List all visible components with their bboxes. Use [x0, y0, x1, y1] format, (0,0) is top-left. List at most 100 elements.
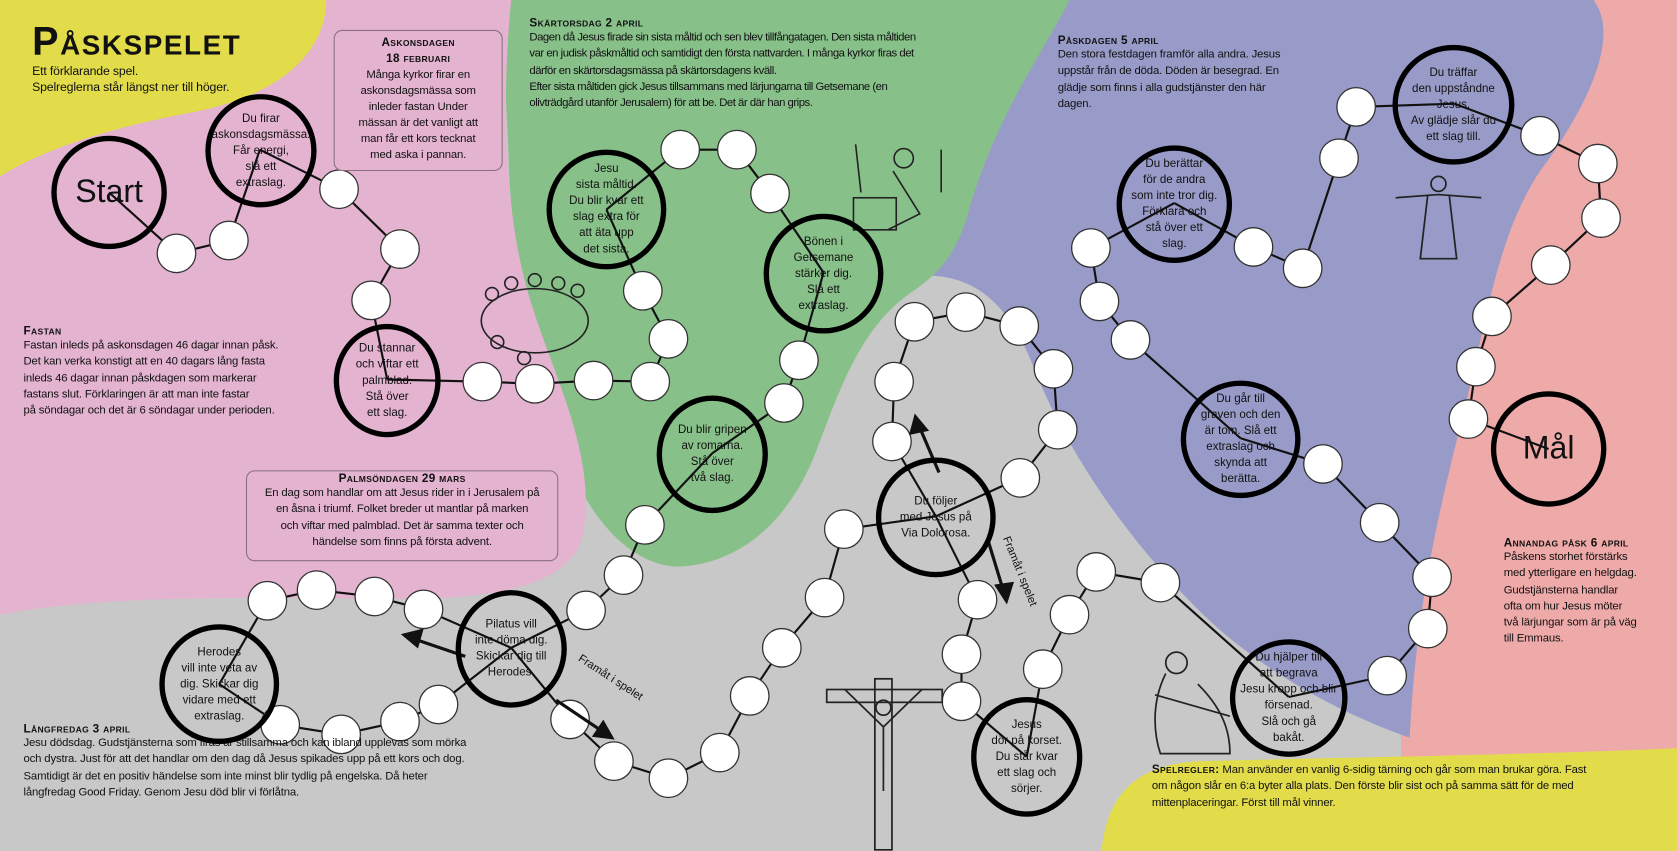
space-begrava[interactable]: Du hjälper till att begrava Jesu kropp o…: [1229, 639, 1348, 757]
board-space[interactable]: [1520, 115, 1560, 156]
space-jesus-dor[interactable]: Jesus dör på korset. Du står kvar ett sl…: [971, 696, 1083, 817]
board-space[interactable]: [296, 570, 337, 610]
board-space[interactable]: [247, 580, 288, 621]
board-space[interactable]: [1282, 248, 1323, 289]
info-langfredag: Långfredag 3 april Jesu dödsdag. Gudstjä…: [24, 723, 467, 801]
crucifix-illustration: [825, 677, 944, 851]
space-firar[interactable]: Du firar askonsdagsmässa. Får energi, sl…: [205, 94, 317, 208]
board-space[interactable]: [729, 676, 770, 716]
board-space[interactable]: [699, 732, 740, 773]
arrowhead: [591, 719, 615, 740]
board-space[interactable]: [622, 270, 663, 311]
arrowhead: [400, 628, 424, 649]
info-heading: Annandag påsk 6 april: [1503, 536, 1629, 550]
board-space[interactable]: [941, 681, 982, 722]
board-space[interactable]: [1448, 399, 1489, 439]
board-space[interactable]: [514, 363, 555, 404]
board-space[interactable]: [823, 509, 864, 550]
board-space[interactable]: [761, 627, 802, 668]
board-space[interactable]: [1022, 649, 1063, 690]
board-space[interactable]: [566, 590, 606, 631]
board-space[interactable]: [380, 229, 420, 269]
board-space[interactable]: [1233, 227, 1274, 267]
board-space[interactable]: [625, 504, 665, 545]
board-space[interactable]: [462, 361, 503, 402]
board-space[interactable]: [1319, 138, 1359, 179]
pieta-illustration: [1154, 651, 1231, 755]
board-space[interactable]: [750, 173, 790, 214]
board-space[interactable]: [156, 233, 197, 274]
board-space[interactable]: [603, 555, 644, 596]
board-space[interactable]: [764, 383, 804, 423]
board-space[interactable]: [804, 577, 845, 618]
board-space[interactable]: [1000, 457, 1041, 498]
board-space[interactable]: [630, 361, 671, 402]
info-text: Många kyrkor firar en askonsdagsmässa so…: [358, 68, 478, 162]
board-space[interactable]: [1070, 228, 1111, 268]
board-space[interactable]: [1336, 87, 1377, 127]
board-space[interactable]: [660, 129, 701, 170]
space-herodes[interactable]: Herodes vill inte veta av dig. Skickar d…: [159, 624, 280, 745]
board-space[interactable]: [418, 684, 459, 725]
board-space[interactable]: [779, 340, 819, 381]
space-stannar[interactable]: Du stannar och viftar ett palmblad. Stå …: [333, 323, 441, 438]
board-space[interactable]: [872, 421, 912, 462]
board-space[interactable]: [380, 701, 420, 742]
info-skartorsdag: Skärtorsdag 2 april Dagen då Jesus firad…: [529, 17, 916, 112]
board-space[interactable]: [1359, 502, 1400, 543]
space-via-dolorosa[interactable]: Du följer med Jesus på Via Dolorosa.: [875, 457, 996, 578]
board-space[interactable]: [1407, 608, 1448, 649]
board-space[interactable]: [1303, 444, 1343, 484]
board-space[interactable]: [351, 280, 392, 321]
board-space[interactable]: [999, 306, 1040, 346]
board-space[interactable]: [319, 169, 359, 210]
board-space[interactable]: [1076, 552, 1117, 592]
board-space[interactable]: [403, 589, 444, 630]
space-berattar[interactable]: Du berättar för de andra som inte tror d…: [1116, 145, 1233, 263]
board-space[interactable]: [1110, 320, 1151, 360]
space-traffar[interactable]: Du träffar den uppståndne Jesus. Av gläd…: [1392, 44, 1515, 165]
board-space[interactable]: [1581, 198, 1621, 238]
info-text: En dag som handlar om att Jesus rider in…: [264, 486, 540, 549]
board-space[interactable]: [1472, 296, 1512, 337]
board-space[interactable]: [716, 129, 757, 170]
board-space[interactable]: [874, 361, 914, 402]
board-space[interactable]: [321, 714, 362, 755]
board-space[interactable]: [573, 360, 614, 401]
board-space[interactable]: [550, 699, 590, 740]
board-space[interactable]: [354, 576, 395, 617]
space-sista-maltid[interactable]: Jesu sista måltid. Du blir kvar ett slag…: [546, 149, 667, 270]
info-fastan: Fastan Fastan inleds på askonsdagen 46 d…: [24, 325, 279, 420]
board-space[interactable]: [594, 741, 634, 782]
board-space[interactable]: [941, 634, 982, 675]
space-mal[interactable]: Mål: [1490, 391, 1607, 507]
board-space[interactable]: [1530, 245, 1571, 285]
info-heading: Påskdagen 5 april: [1057, 34, 1159, 48]
board-space[interactable]: [1033, 348, 1074, 389]
board-space[interactable]: [894, 301, 935, 342]
board-space[interactable]: [1367, 655, 1408, 696]
space-start[interactable]: Start: [51, 135, 167, 250]
board-space[interactable]: [1456, 346, 1496, 387]
space-pilatus[interactable]: Pilatus vill inte döma dig. Skickar dig …: [455, 590, 567, 708]
board-space[interactable]: [1079, 281, 1120, 322]
board-space[interactable]: [1037, 409, 1078, 450]
board-space[interactable]: [1412, 557, 1452, 598]
space-gripen[interactable]: Du blir gripen av romarna. Stå över två …: [656, 395, 768, 514]
board-space[interactable]: [1049, 594, 1090, 635]
board-space[interactable]: [648, 758, 689, 799]
space-getsemane[interactable]: Bönen i Getsemane stärker dig. Slå ett e…: [763, 213, 884, 334]
info-heading: Askonsdagen 18 februari: [381, 36, 455, 66]
board-space[interactable]: [1140, 562, 1181, 603]
rules-text: Man använder en vanlig 6-sidig tärning o…: [1151, 763, 1587, 809]
board-space[interactable]: [648, 318, 689, 359]
space-graven[interactable]: Du går till graven och den är tom. Slå e…: [1180, 380, 1301, 499]
board-space[interactable]: [957, 579, 998, 620]
board-space[interactable]: [208, 220, 249, 261]
info-box-askonsdagen: Askonsdagen 18 februari Många kyrkor fir…: [333, 29, 503, 172]
board-space[interactable]: [945, 292, 986, 333]
info-box-palmsondagen: Palmsöndagen 29 mars En dag som handlar …: [245, 470, 559, 562]
board-space[interactable]: [1577, 143, 1618, 184]
region-rules: [1101, 748, 1677, 851]
